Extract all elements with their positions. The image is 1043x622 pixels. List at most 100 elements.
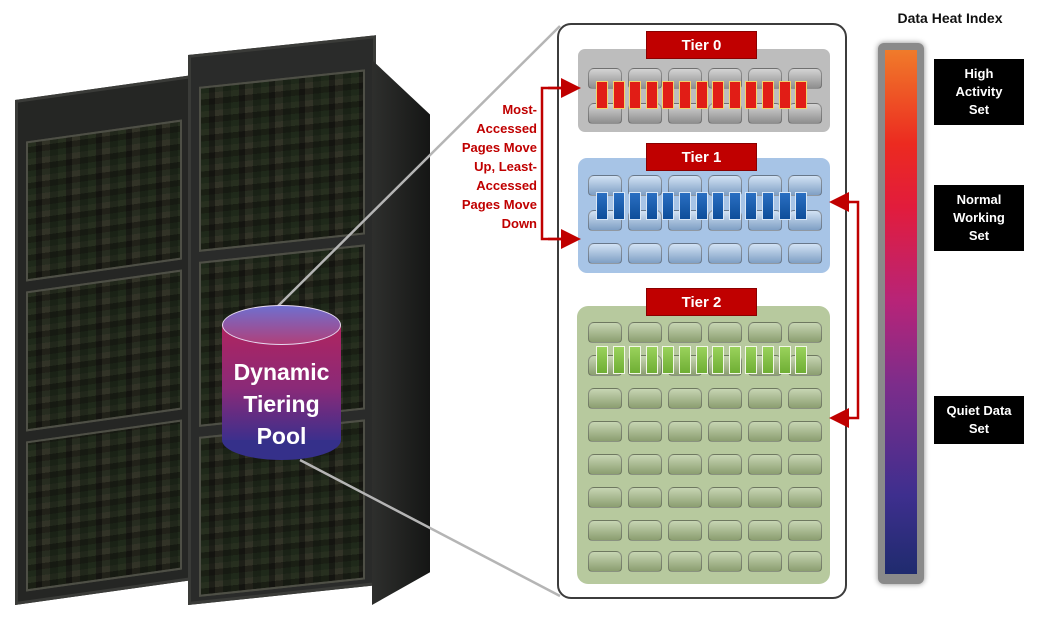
disk-drive-icon xyxy=(588,520,622,541)
page-movement-note: Most- Accessed Pages Move Up, Least- Acc… xyxy=(455,100,537,233)
data-page xyxy=(762,346,774,374)
disk-drive-icon xyxy=(628,487,662,508)
data-page xyxy=(679,81,691,109)
data-page xyxy=(728,192,741,220)
heat-label-line: Quiet Data xyxy=(946,403,1012,418)
disk-drive-icon xyxy=(668,551,702,572)
tier-1-2-bracket-arrow xyxy=(829,192,860,428)
data-page xyxy=(745,81,758,109)
disk-drive-icon xyxy=(748,421,782,442)
data-page xyxy=(712,346,725,374)
data-page xyxy=(662,81,675,109)
disk-drive-icon xyxy=(708,520,742,541)
cylinder-label: Dynamic Tiering Pool xyxy=(222,356,341,452)
data-page xyxy=(679,192,691,220)
disk-drive-icon xyxy=(748,243,782,264)
disk-drive-icon xyxy=(628,388,662,409)
disk-drive-icon xyxy=(628,520,662,541)
disk-drive-icon xyxy=(708,421,742,442)
disk-drive-icon xyxy=(708,175,742,196)
data-page xyxy=(629,192,642,220)
disk-drive-icon xyxy=(748,454,782,475)
data-page xyxy=(612,346,625,374)
disk-drive-icon xyxy=(628,551,662,572)
heat-label-normal-working: Normal Working Set xyxy=(934,185,1024,251)
data-page xyxy=(596,81,608,109)
heat-label-line: Activity xyxy=(955,84,1003,99)
data-page xyxy=(728,81,741,109)
data-page xyxy=(662,192,675,220)
tier-1-label: Tier 1 xyxy=(646,143,757,171)
data-page xyxy=(712,192,725,220)
data-page xyxy=(745,192,758,220)
data-page xyxy=(695,81,708,109)
disk-drive-icon xyxy=(628,243,662,264)
data-page xyxy=(745,346,758,374)
cylinder-label-line-3: Pool xyxy=(256,423,307,449)
disk-drive-icon xyxy=(788,322,822,343)
disk-drive-icon xyxy=(788,454,822,475)
page-movement-note-line: Pages Move xyxy=(461,140,537,155)
page-movement-note-line: Accessed xyxy=(476,121,537,136)
heat-label-line: High xyxy=(964,66,994,81)
data-page xyxy=(645,346,658,374)
disk-drive-icon xyxy=(788,520,822,541)
disk-drive-icon xyxy=(628,175,662,196)
heat-label-quiet-data: Quiet Data Set xyxy=(934,396,1024,444)
tier-0-1-bracket-arrow xyxy=(540,78,581,249)
cylinder-label-line-2: Tiering xyxy=(243,391,320,417)
data-page xyxy=(662,346,675,374)
disk-drive-icon xyxy=(588,487,622,508)
data-page xyxy=(695,346,708,374)
data-page xyxy=(612,81,625,109)
disk-drive-icon xyxy=(628,421,662,442)
tier-2-label: Tier 2 xyxy=(646,288,757,316)
disk-drive-icon xyxy=(748,551,782,572)
disk-drive-icon xyxy=(668,520,702,541)
data-page xyxy=(645,192,658,220)
disk-drive-icon xyxy=(588,388,622,409)
data-page xyxy=(596,346,608,374)
cylinder-label-line-1: Dynamic xyxy=(233,359,330,385)
data-page xyxy=(629,81,642,109)
page-movement-note-line: Most- xyxy=(502,102,537,117)
disk-drive-icon xyxy=(668,243,702,264)
disk-drive-icon xyxy=(708,487,742,508)
disk-drive-icon xyxy=(588,454,622,475)
disk-drive-icon xyxy=(668,322,702,343)
disk-drive-icon xyxy=(588,243,622,264)
disk-drive-icon xyxy=(788,388,822,409)
data-page xyxy=(629,346,642,374)
disk-drive-icon xyxy=(668,487,702,508)
disk-drive-icon xyxy=(668,454,702,475)
disk-drive-icon xyxy=(588,551,622,572)
data-page xyxy=(795,81,808,109)
disk-drive-icon xyxy=(588,421,622,442)
disk-drive-icon xyxy=(788,421,822,442)
cylinder-top xyxy=(222,305,341,345)
heat-label-line: Normal xyxy=(956,192,1002,207)
heat-label-line: Set xyxy=(968,102,990,117)
tier-0-label: Tier 0 xyxy=(646,31,757,59)
disk-drive-icon xyxy=(708,551,742,572)
page-movement-note-line: Pages Move xyxy=(461,197,537,212)
disk-drive-icon xyxy=(668,421,702,442)
heat-label-line: Set xyxy=(968,421,990,436)
data-page xyxy=(645,81,658,109)
data-page xyxy=(712,81,725,109)
heat-label-high-activity: High Activity Set xyxy=(934,59,1024,125)
heat-index-title: Data Heat Index xyxy=(897,10,1003,26)
data-page xyxy=(795,192,808,220)
heat-gradient-bar xyxy=(885,50,917,574)
heat-label-line: Working xyxy=(953,210,1005,225)
data-page xyxy=(778,346,791,374)
heat-label-line: Set xyxy=(968,228,990,243)
disk-drive-icon xyxy=(748,520,782,541)
data-page xyxy=(728,346,741,374)
page-movement-note-line: Down xyxy=(501,216,537,231)
disk-drive-icon xyxy=(748,322,782,343)
data-page xyxy=(679,346,691,374)
data-page xyxy=(778,192,791,220)
